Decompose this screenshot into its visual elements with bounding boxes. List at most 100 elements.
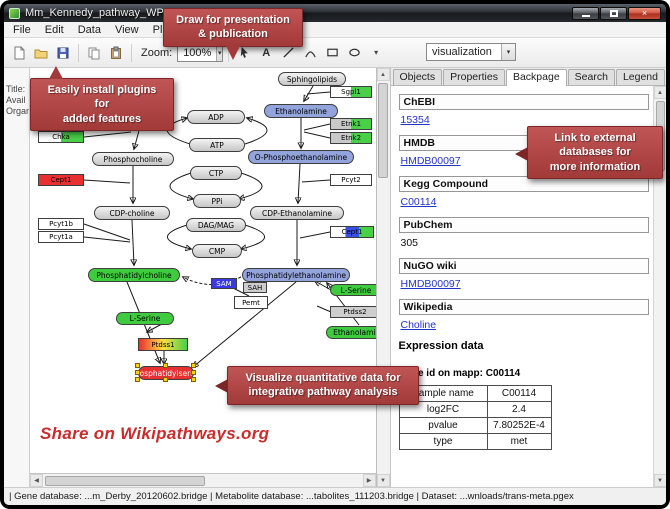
pathway-node-pcyt1a[interactable]: Pcyt1a bbox=[38, 231, 84, 243]
close-button[interactable]: × bbox=[628, 6, 661, 20]
shape-dropdown-button[interactable]: ▾ bbox=[366, 43, 386, 63]
horizontal-scroll-thumb[interactable] bbox=[45, 475, 205, 486]
scroll-up-button[interactable]: ▲ bbox=[653, 86, 666, 99]
tab-legend[interactable]: Legend bbox=[615, 69, 665, 85]
pathway-node-cept1[interactable]: Cept1 bbox=[330, 226, 374, 238]
backpage-section-title: Kegg Compound bbox=[398, 176, 649, 192]
selection-handle[interactable] bbox=[163, 363, 168, 368]
backpage-link[interactable]: 15354 bbox=[400, 114, 430, 126]
tab-objects[interactable]: Objects bbox=[392, 69, 443, 85]
horizontal-scrollbar[interactable]: ◀ ▶ bbox=[30, 473, 376, 487]
scroll-up-button[interactable]: ▲ bbox=[376, 68, 390, 81]
selection-handle[interactable] bbox=[135, 363, 140, 368]
visualization-combobox[interactable]: visualization ▾ bbox=[426, 43, 516, 61]
maximize-button[interactable] bbox=[600, 6, 627, 20]
copy-button[interactable] bbox=[84, 43, 104, 63]
save-button[interactable] bbox=[53, 43, 73, 63]
selection-handle[interactable] bbox=[191, 377, 196, 382]
backpage-link[interactable]: C00114 bbox=[400, 196, 437, 208]
selection-handle[interactable] bbox=[191, 363, 196, 368]
ellipse-tool-button[interactable] bbox=[344, 43, 364, 63]
open-file-button[interactable] bbox=[31, 43, 51, 63]
pathway-node-cdp-ethanolamine[interactable]: CDP-Ethanolamine bbox=[250, 206, 344, 220]
backpage-link[interactable]: HMDB00097 bbox=[400, 155, 461, 167]
selection-handle[interactable] bbox=[135, 370, 140, 375]
pathway-node-l-serine[interactable]: L-Serine bbox=[116, 312, 174, 325]
vertical-scroll-thumb[interactable] bbox=[378, 83, 388, 178]
selection-handle[interactable] bbox=[191, 370, 196, 375]
backpage-link[interactable]: Choline bbox=[400, 319, 437, 331]
pathway-node-pcyt1b[interactable]: Pcyt1b bbox=[38, 218, 84, 230]
paste-button[interactable] bbox=[106, 43, 126, 63]
pathway-node-l-serine[interactable]: L-Serine bbox=[330, 284, 376, 296]
rectangle-tool-button[interactable] bbox=[322, 43, 342, 63]
expression-cell: C00114 bbox=[486, 385, 552, 402]
menu-item-view[interactable]: View bbox=[114, 23, 139, 36]
pathway-edge bbox=[303, 123, 331, 131]
pathway-node-sgpl1[interactable]: Sgpl1 bbox=[330, 86, 372, 98]
pathway-node-atp[interactable]: ATP bbox=[189, 138, 245, 152]
scroll-down-button[interactable]: ▼ bbox=[376, 474, 390, 487]
pathway-node-cept1[interactable]: Cept1 bbox=[38, 174, 84, 186]
scroll-left-button[interactable]: ◀ bbox=[30, 474, 43, 487]
line-icon bbox=[283, 47, 294, 58]
callout-external-databases: Link to external databases for more info… bbox=[515, 126, 663, 179]
selection-handle[interactable] bbox=[163, 377, 168, 382]
pathway-node-etnk1[interactable]: Etnk1 bbox=[330, 118, 372, 130]
new-file-button[interactable] bbox=[9, 43, 29, 63]
zoom-label: Zoom: bbox=[141, 46, 173, 59]
tab-backpage[interactable]: Backpage bbox=[505, 69, 567, 86]
backpage-link[interactable]: HMDB00097 bbox=[400, 278, 461, 290]
pathway-node-phosphocholine[interactable]: Phosphocholine bbox=[92, 152, 174, 166]
scroll-right-button[interactable]: ▶ bbox=[362, 474, 376, 487]
tab-search[interactable]: Search bbox=[567, 69, 615, 85]
label-tool-button[interactable]: A bbox=[256, 43, 276, 63]
callout-visualize-data: Visualize quantitative data for integrat… bbox=[215, 366, 419, 405]
pathway-node-sphingolipids[interactable]: Sphingolipids bbox=[278, 72, 346, 86]
pathway-node-phosphatidylethanolamine[interactable]: Phosphatidylethanolamine bbox=[242, 268, 350, 282]
arc-tool-button[interactable] bbox=[300, 43, 320, 63]
pathway-node-phosphatidylcholine[interactable]: Phosphatidylcholine bbox=[88, 268, 180, 282]
pathway-node-dag-mag[interactable]: DAG/MAG bbox=[186, 218, 246, 232]
tab-properties[interactable]: Properties bbox=[443, 69, 505, 85]
pathway-node-pemt[interactable]: Pemt bbox=[234, 296, 268, 309]
pathway-node-sam[interactable]: SAM bbox=[211, 278, 237, 289]
menu-item-data[interactable]: Data bbox=[77, 23, 101, 36]
pathway-canvas[interactable]: SphingolipidsSgpl1CholineADPEthanolamine… bbox=[30, 68, 376, 473]
menu-item-file[interactable]: File bbox=[13, 23, 31, 36]
minimize-button[interactable] bbox=[572, 6, 599, 20]
pathway-node-ethanolamine[interactable]: Ethanolamine bbox=[326, 326, 376, 339]
pathway-node-adp[interactable]: ADP bbox=[187, 110, 245, 124]
toolbar: Zoom: 100% ▾ A ▾ visualization ▾ bbox=[4, 38, 666, 68]
pathway-edge bbox=[303, 131, 331, 139]
pathway-node-ctp[interactable]: CTP bbox=[190, 166, 242, 180]
selection-handle[interactable] bbox=[135, 377, 140, 382]
new-file-icon bbox=[14, 46, 25, 59]
pathway-node-sah[interactable]: SAH bbox=[243, 282, 267, 293]
pathway-node-pcyt2[interactable]: Pcyt2 bbox=[330, 174, 372, 186]
paste-icon bbox=[111, 46, 121, 59]
pathway-node-etnk2[interactable]: Etnk2 bbox=[330, 132, 372, 144]
gene-id-line: Gene id on mapp: C00114 bbox=[398, 368, 521, 379]
pathway-edges bbox=[83, 85, 360, 473]
pathway-node-cdp-choline[interactable]: CDP-choline bbox=[94, 206, 170, 220]
pathway-node-ppi[interactable]: PPi bbox=[193, 194, 241, 208]
pathway-node-ethanolamine[interactable]: Ethanolamine bbox=[264, 104, 338, 118]
zoom-combobox[interactable]: 100% ▾ bbox=[177, 43, 224, 62]
menu-bar: FileEditDataViewPluginsHelp bbox=[4, 22, 666, 38]
menu-item-edit[interactable]: Edit bbox=[44, 23, 64, 36]
pathway-node-cmp[interactable]: CMP bbox=[192, 244, 242, 258]
line-tool-button[interactable] bbox=[278, 43, 298, 63]
vertical-scrollbar[interactable]: ▲ ▼ bbox=[376, 68, 391, 487]
copy-icon bbox=[88, 47, 100, 59]
scroll-down-button[interactable]: ▼ bbox=[653, 474, 666, 487]
pathway-node-chka[interactable]: Chka bbox=[38, 131, 84, 143]
pathway-edge bbox=[83, 131, 132, 138]
pathway-node-ptdss1[interactable]: Ptdss1 bbox=[138, 338, 188, 351]
pathway-node-o-phosphoethanolamine[interactable]: O-Phosphoethanolamine bbox=[248, 150, 354, 164]
pointer-tool-button[interactable] bbox=[234, 43, 254, 63]
save-icon bbox=[57, 47, 69, 58]
pathway-node-ptdss2[interactable]: Ptdss2 bbox=[330, 306, 376, 318]
pathway-edge bbox=[241, 224, 265, 249]
